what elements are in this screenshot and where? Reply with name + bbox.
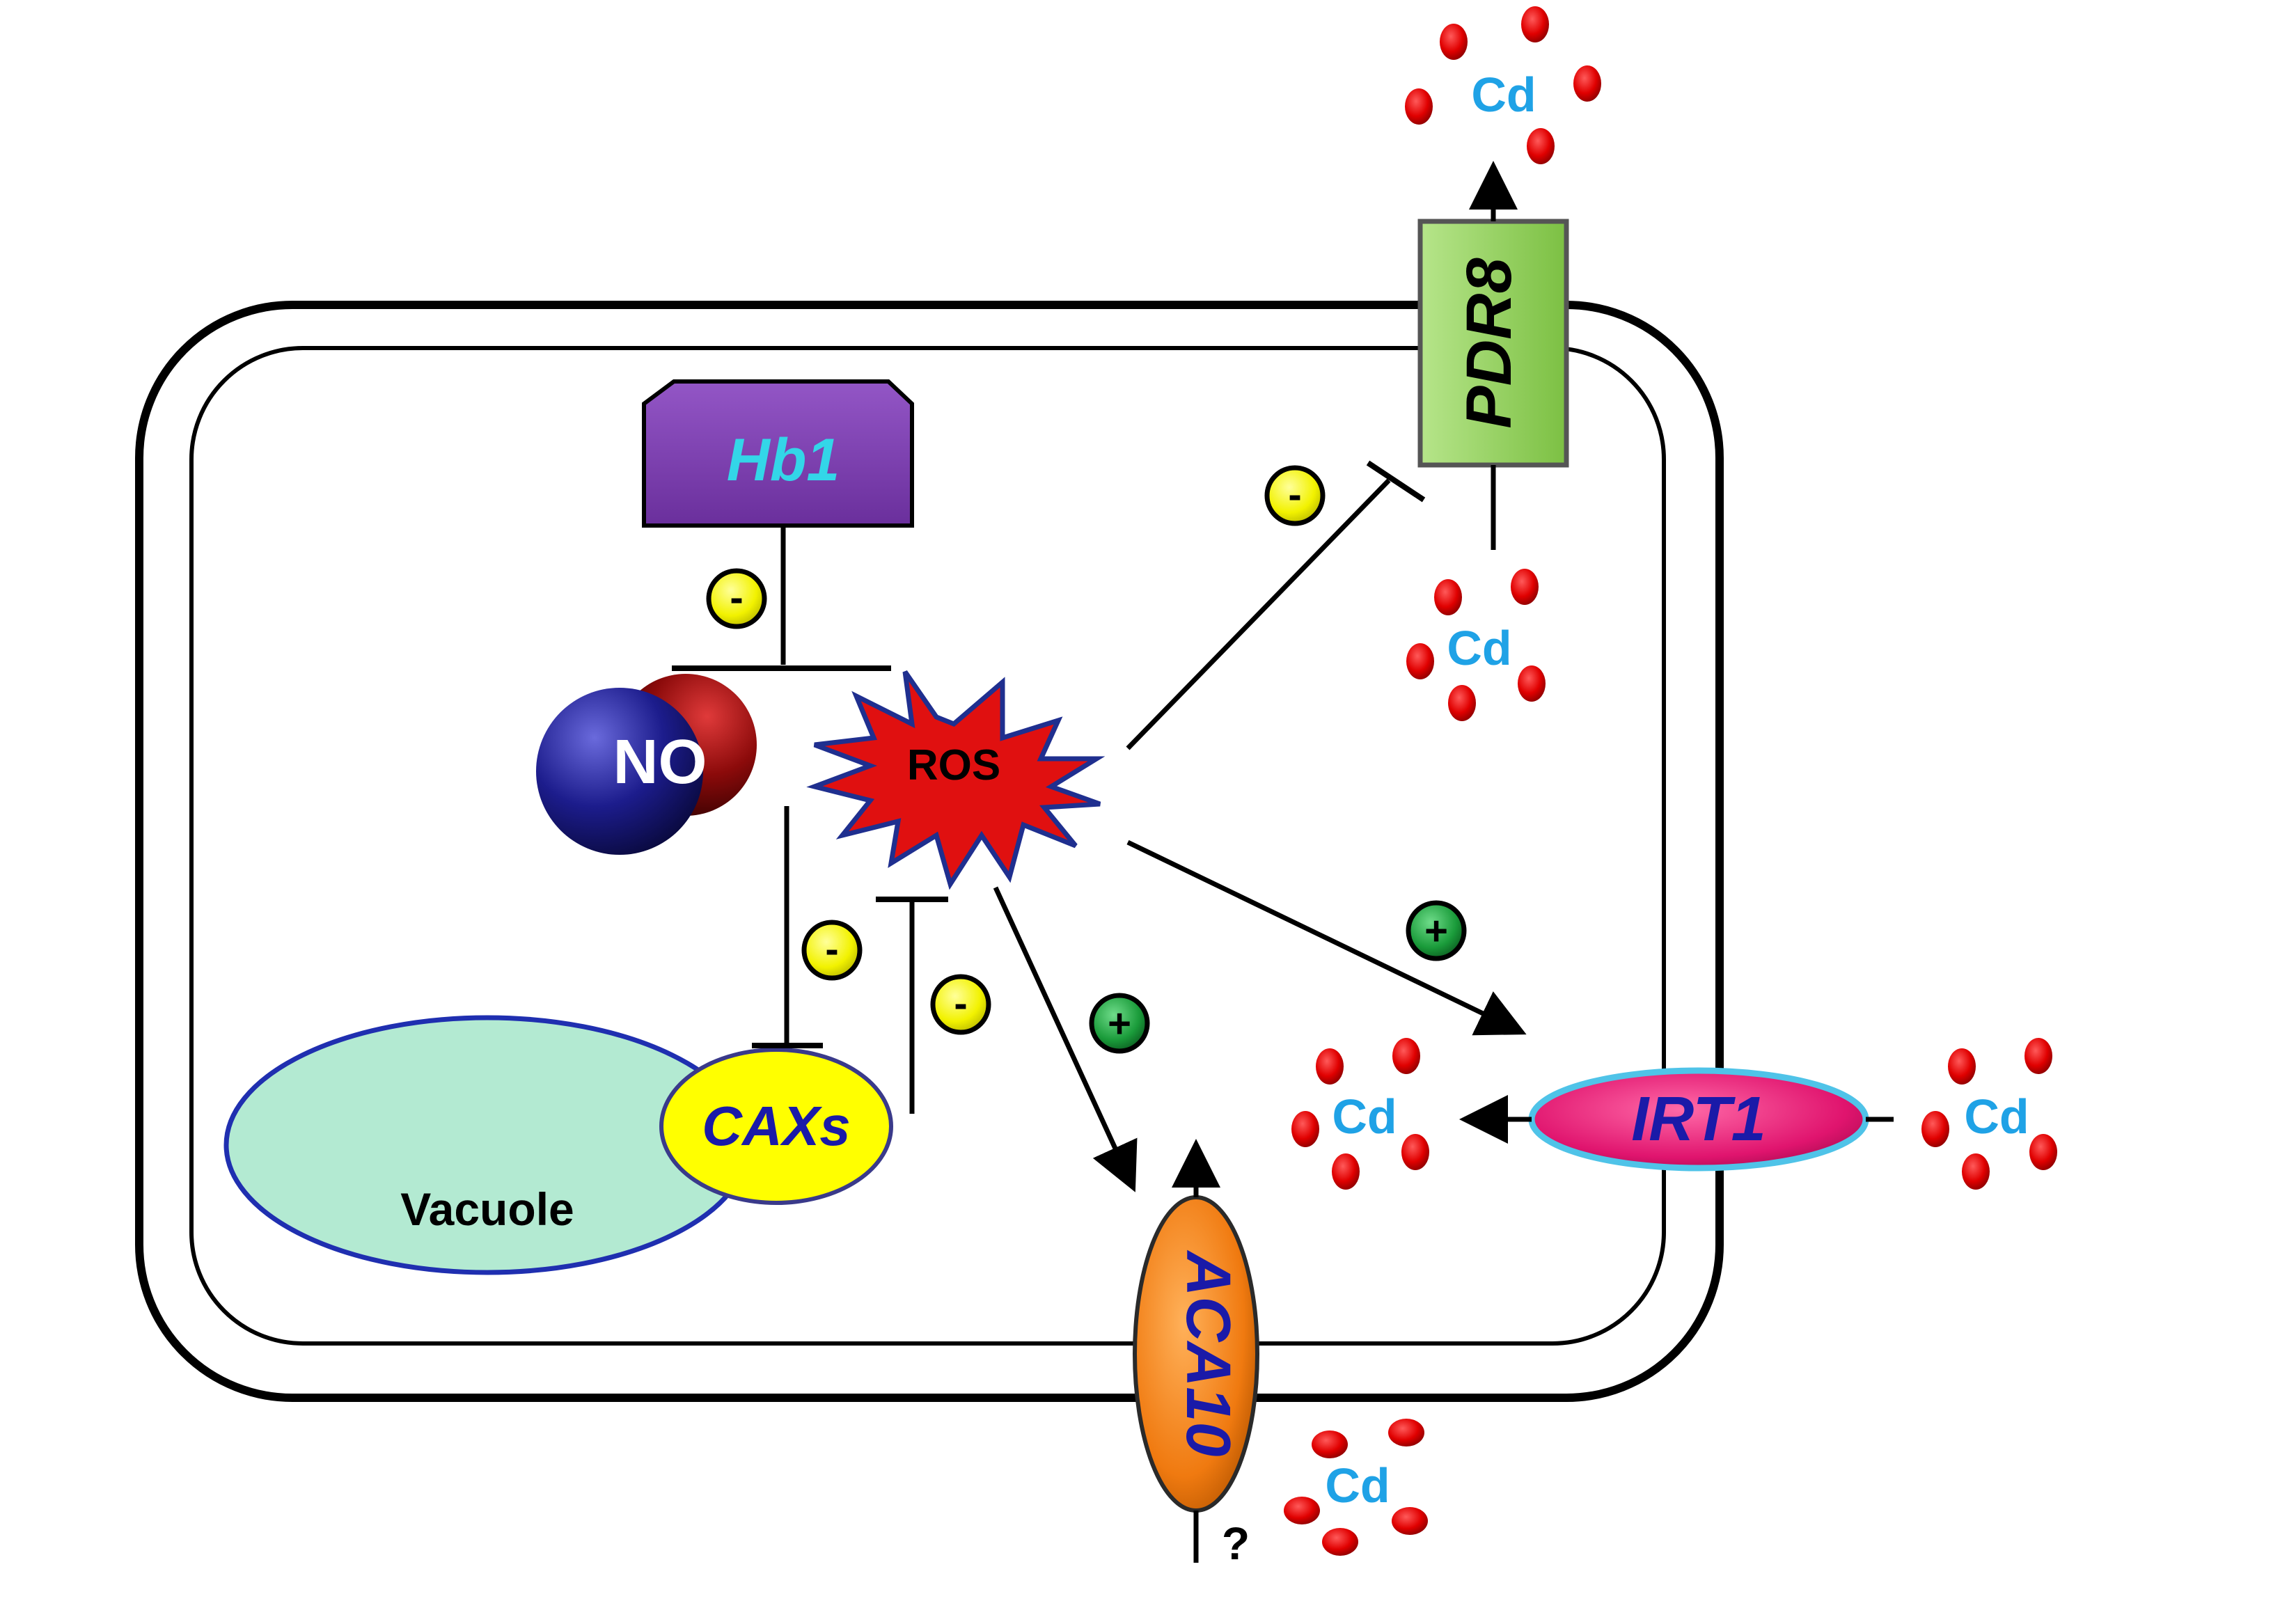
ros-irt1-activation-arrow [1126, 839, 1527, 1036]
plus-badge-aca10: + [1089, 993, 1150, 1054]
svg-text:+: + [1424, 908, 1448, 954]
cd-cluster-top: Cd [1405, 6, 1601, 164]
pdr8-box [1417, 219, 1569, 468]
pdr8-label: PDR8 [1454, 257, 1525, 428]
caxs-label: CAXs [702, 1095, 850, 1157]
ros-pdr8-inhibition-line [1126, 478, 1391, 750]
cd-cluster-irt1-outside: Cd [1921, 1038, 2057, 1190]
minus-badge-ros: - [930, 974, 991, 1035]
cd-label-top: Cd [1471, 68, 1536, 122]
vacuole-label: Vacuole [400, 1183, 574, 1235]
aca10-label: ACA10 [1173, 1249, 1243, 1456]
ros-aca10-activation-arrow [993, 886, 1138, 1192]
cd-label-pdr8: Cd [1447, 621, 1511, 675]
svg-text:+: + [1108, 1001, 1131, 1046]
svg-text:-: - [954, 981, 967, 1026]
no-label: NO [613, 727, 707, 797]
cd-label-aca10: Cd [1325, 1458, 1390, 1513]
cd-cluster-irt1-inside: Cd [1291, 1038, 1429, 1190]
ros-pdr8-inhibition-bar [1366, 460, 1426, 503]
caxs-transporter [659, 1048, 893, 1205]
aca10-question-mark: ? [1222, 1517, 1250, 1569]
no-nitrogen-atom [536, 688, 703, 855]
svg-text:-: - [730, 575, 743, 620]
plus-badge-irt1: + [1406, 900, 1467, 961]
minus-badge-hb1: - [706, 568, 767, 629]
minus-badge-caxs: - [801, 920, 863, 981]
cd-cluster-pdr8: Cd [1406, 569, 1546, 721]
ros-label: ROS [907, 741, 1000, 789]
hb1-box [642, 379, 914, 528]
cd-cluster-aca10: Cd [1284, 1419, 1428, 1556]
irt1-label: IRT1 [1631, 1085, 1766, 1154]
hb1-label: Hb1 [727, 427, 840, 494]
svg-text:-: - [825, 927, 838, 972]
ros-burst [806, 670, 1106, 890]
cell-wall [135, 301, 1724, 1402]
svg-text:-: - [1288, 472, 1301, 517]
plasma-membrane [189, 346, 1666, 1346]
cd-label-irt1-inside: Cd [1332, 1089, 1397, 1144]
cd-label-irt1-outside: Cd [1964, 1089, 2029, 1144]
minus-badge-pdr8: - [1264, 465, 1326, 526]
